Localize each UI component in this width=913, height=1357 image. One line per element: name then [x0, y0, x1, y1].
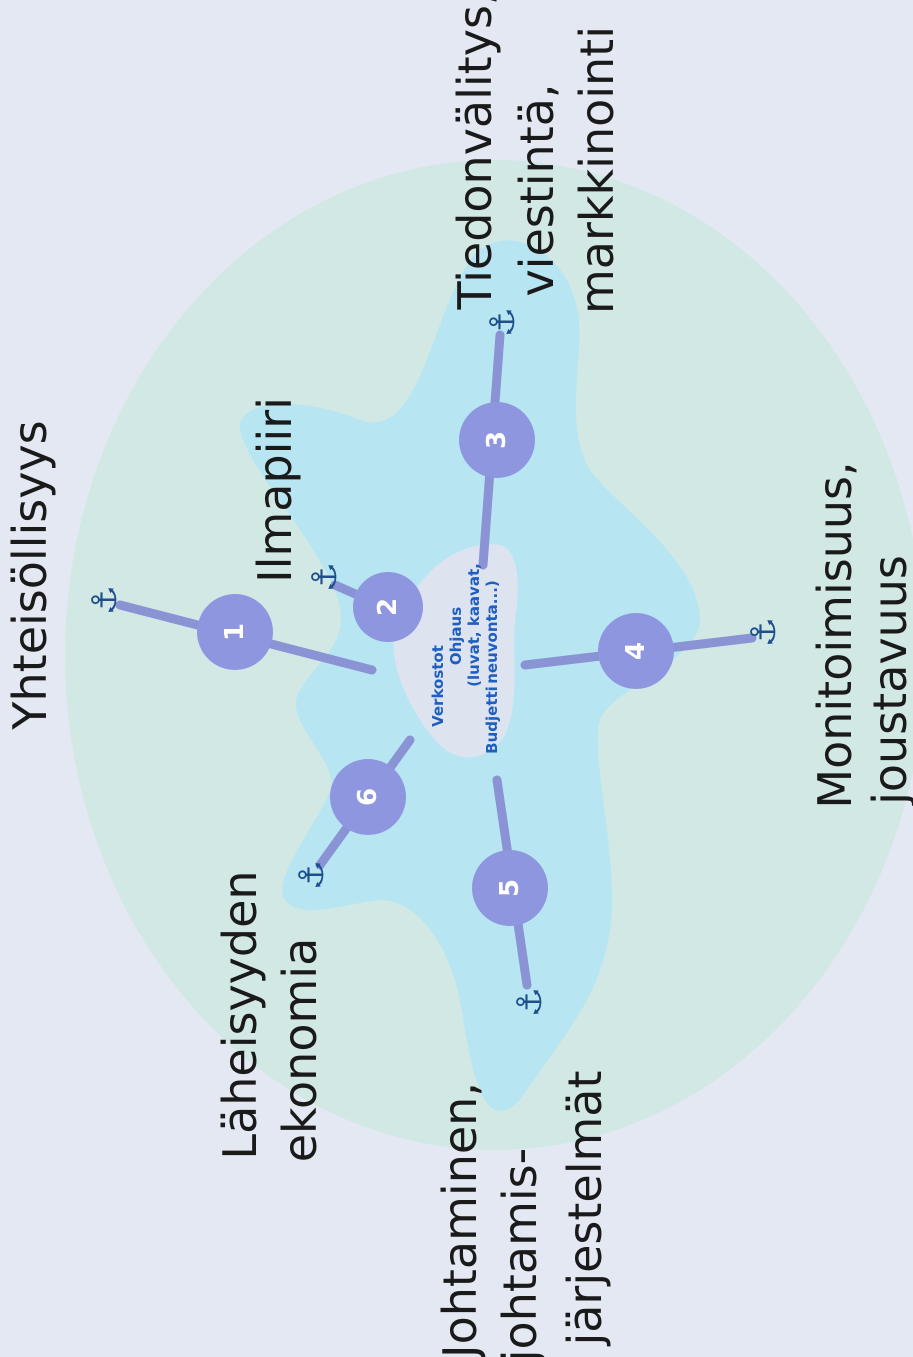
- center-ohjaus: Ohjaus: [447, 607, 465, 665]
- anchor-icon: ⚓: [305, 562, 345, 592]
- label-monitoimisuus-2: joustavuus: [863, 555, 913, 806]
- label-tiedonvalitys-1: Tiedonvälitys,: [448, 0, 502, 311]
- anchor-icon: ⚓: [292, 860, 332, 890]
- center-shape: [393, 544, 518, 758]
- center-verkostot: Verkostot: [429, 645, 447, 727]
- anchor-icon: ⚓: [85, 585, 125, 615]
- label-johtaminen-3: järjestelmät: [558, 1070, 612, 1346]
- anchor-icon: ⚓: [483, 307, 523, 337]
- svg-text:4: 4: [621, 642, 651, 660]
- label-johtaminen-2: johtamis-: [493, 1148, 547, 1357]
- node-6: 6: [330, 759, 406, 835]
- label-monitoimisuus-1: Monitoimisuus,: [808, 461, 862, 808]
- center-text: Verkostot Ohjaus (luvat, kaavat, Budjett…: [429, 563, 501, 754]
- center-budjetti: Budjetti: [483, 686, 501, 754]
- node-4: 4: [598, 613, 674, 689]
- label-tiedonvalitys-2: viestintä,: [510, 83, 564, 296]
- label-yhteisollisyys: Yhteisöllisyys: [3, 420, 57, 730]
- anchor-icon: ⚓: [744, 617, 784, 647]
- center-luvat: (luvat, kaavat,: [465, 563, 483, 687]
- node-1: 1: [197, 594, 273, 670]
- svg-text:2: 2: [373, 598, 403, 616]
- svg-text:6: 6: [353, 788, 383, 806]
- center-neuvonta: neuvonta...): [483, 580, 501, 684]
- node-5: 5: [472, 850, 548, 926]
- svg-text:1: 1: [220, 623, 250, 641]
- node-2: 2: [353, 572, 423, 642]
- node-3: 3: [459, 402, 535, 478]
- label-laheisyyden-1: Läheisyyden: [213, 870, 267, 1159]
- label-johtaminen-1: Johtaminen,: [433, 1082, 487, 1357]
- label-tiedonvalitys-3: markkinointi: [570, 26, 624, 314]
- anchor-icon: ⚓: [510, 987, 550, 1017]
- label-ilmapiiri: Ilmapiiri: [248, 397, 302, 583]
- label-laheisyyden-2: ekonomia: [273, 938, 327, 1163]
- svg-text:3: 3: [482, 431, 512, 449]
- svg-text:5: 5: [495, 879, 525, 897]
